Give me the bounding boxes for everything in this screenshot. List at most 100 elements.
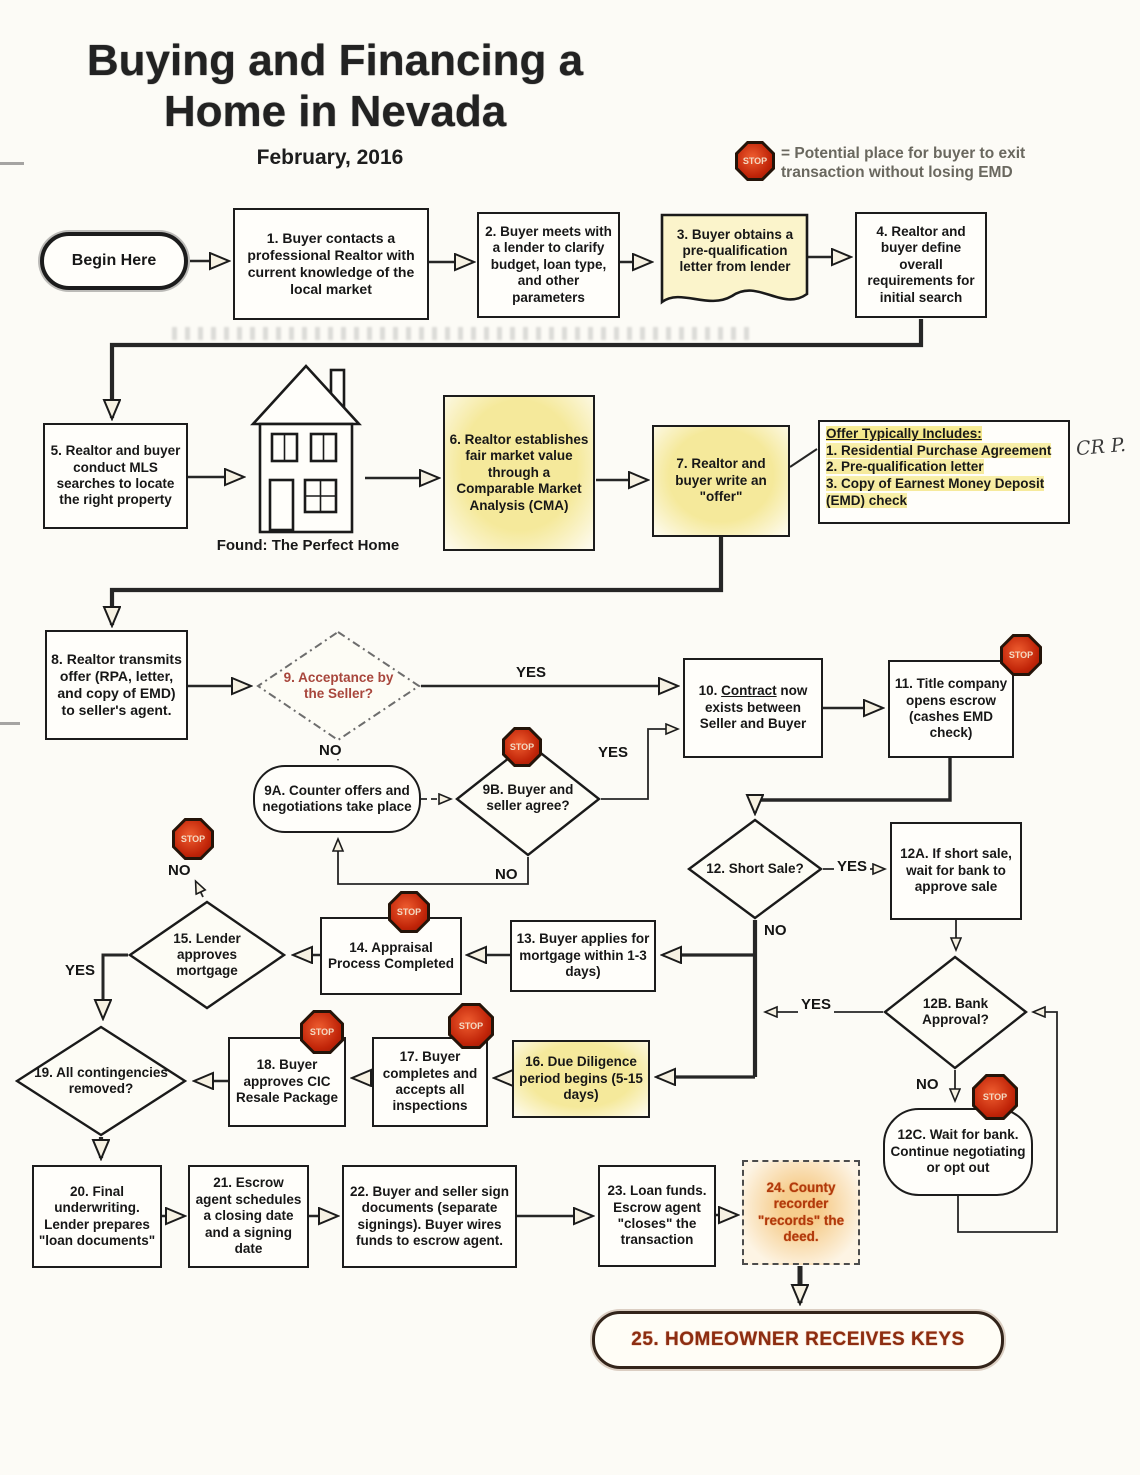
decision-step12b: 12B. Bank Approval? <box>898 988 1013 1036</box>
node-step7-label: 7. Realtor and buyer write an "offer" <box>675 456 767 505</box>
page-title: Buying and Financing a Home in Nevada <box>70 36 600 137</box>
stop-sign-label: STOP <box>982 1092 1008 1102</box>
node-step7: 7. Realtor and buyer write an "offer" <box>652 425 790 537</box>
edge-label-yes-12: YES <box>834 858 871 875</box>
node-step5: 5. Realtor and buyer conduct MLS searche… <box>43 423 188 529</box>
stop-sign-icon-step11: STOP <box>1000 634 1042 676</box>
edge-label-no-9b: NO <box>492 866 521 883</box>
node-step16: 16. Due Diligence period begins (5-15 da… <box>512 1040 650 1118</box>
legend-stop-sign-icon: STOP <box>735 141 775 181</box>
node-step14-label: 14. Appraisal Process Completed <box>327 939 455 971</box>
scan-mark <box>0 722 20 725</box>
scan-smudge <box>172 327 752 340</box>
node-step9a: 9A. Counter offers and negotiations take… <box>253 765 421 833</box>
stop-sign-face: STOP <box>175 821 211 857</box>
offer-heading: Offer Typically Includes: <box>826 426 982 441</box>
edge-label-no-12b: NO <box>916 1076 939 1093</box>
stop-sign-label: STOP <box>396 907 422 917</box>
node-step24: 24. County recorder "records" the deed. <box>742 1160 860 1265</box>
step10-suffix: now exists between Seller and Buyer <box>699 683 808 732</box>
stop-sign-face: STOP <box>451 1006 491 1046</box>
node-step10-label: 10. Contract now exists between Seller a… <box>689 683 817 732</box>
node-step23: 23. Loan funds. Escrow agent "closes" th… <box>598 1165 716 1267</box>
stop-sign-icon-step12c: STOP <box>972 1074 1018 1120</box>
decision-step19-label: 19. All contingencies removed? <box>34 1064 168 1096</box>
stop-sign-label: STOP <box>309 1027 335 1037</box>
stop-sign-label: STOP <box>509 742 535 752</box>
page-title-line2: Home in Nevada <box>163 86 507 136</box>
decision-step9: 9. Acceptance by the Seller? <box>276 660 401 712</box>
decision-step12b-label: 12B. Bank Approval? <box>922 995 989 1027</box>
node-step12a-label: 12A. If short sale, wait for bank to app… <box>900 846 1012 895</box>
stop-sign-face: STOP <box>738 144 772 178</box>
decision-step9b-shape <box>455 741 601 857</box>
decision-step9b: 9B. Buyer and seller agree? <box>468 770 588 826</box>
node-step4: 4. Realtor and buyer define overall requ… <box>855 212 987 318</box>
node-step20: 20. Final underwriting. Lender prepares … <box>32 1165 162 1268</box>
edge-label-yes-9: YES <box>516 664 547 681</box>
node-step17-label: 17. Buyer completes and accepts all insp… <box>382 1049 478 1114</box>
stop-sign-icon-step18: STOP <box>300 1010 344 1054</box>
edge-label-no-12: NO <box>764 922 787 939</box>
offer-item-3: 3. Copy of Earnest Money Deposit (EMD) c… <box>826 476 1045 508</box>
edge-label-yes-12b: YES <box>798 996 835 1013</box>
node-step12c: 12C. Wait for bank. Continue negotiating… <box>883 1108 1033 1196</box>
node-step10: 10. Contract now exists between Seller a… <box>683 658 823 758</box>
stop-sign-label: STOP <box>1008 650 1034 660</box>
stop-sign-label: STOP <box>180 834 206 844</box>
node-step13: 13. Buyer applies for mortgage within 1-… <box>510 920 656 992</box>
decision-step9-label: 9. Acceptance by the Seller? <box>283 669 394 701</box>
node-step2: 2. Buyer meets with a lender to clarify … <box>477 212 620 318</box>
node-step23-label: 23. Loan funds. Escrow agent "closes" th… <box>607 1183 707 1248</box>
node-step20-label: 20. Final underwriting. Lender prepares … <box>38 1183 156 1248</box>
offer-includes-box: Offer Typically Includes: 1. Residential… <box>818 420 1070 524</box>
house-caption: Found: The Perfect Home <box>216 537 400 554</box>
offer-item-2: 2. Pre-qualification letter <box>826 459 984 475</box>
node-step12a: 12A. If short sale, wait for bank to app… <box>890 822 1022 920</box>
offer-item-1: 1. Residential Purchase Agreement <box>826 442 1052 458</box>
page-date: February, 2016 <box>256 146 404 169</box>
node-step21: 21. Escrow agent schedules a closing dat… <box>188 1165 309 1268</box>
stop-sign-label: STOP <box>742 156 768 166</box>
step10-underlined-word: Contract <box>721 683 777 699</box>
decision-step19: 19. All contingencies removed? <box>26 1053 176 1109</box>
node-step14: 14. Appraisal Process Completed <box>320 917 462 995</box>
edge-label-yes-15: YES <box>62 962 99 979</box>
node-begin-label: Begin Here <box>71 252 157 270</box>
node-step5-label: 5. Realtor and buyer conduct MLS searche… <box>50 443 181 508</box>
decision-step15: 15. Lender approves mortgage <box>148 928 266 982</box>
stop-sign-icon-step9b: STOP <box>502 727 542 767</box>
house-icon <box>250 364 362 534</box>
node-step3-document-shape <box>660 213 809 305</box>
node-step17: 17. Buyer completes and accepts all insp… <box>372 1037 488 1127</box>
decision-step12-label: 12. Short Sale? <box>706 860 804 876</box>
edge-label-no-9: NO <box>316 742 345 759</box>
decision-step19-shape <box>15 1025 187 1137</box>
node-step1: 1. Buyer contacts a professional Realtor… <box>233 208 429 320</box>
stop-sign-icon-step14: STOP <box>388 891 430 933</box>
legend-text: = Potential place for buyer to exit tran… <box>781 145 1026 182</box>
decision-step9-shape <box>256 630 421 742</box>
handwritten-note: CR P. <box>1075 433 1127 461</box>
node-step13-label: 13. Buyer applies for mortgage within 1-… <box>516 931 650 980</box>
node-step3-label: 3. Buyer obtains a pre-qualification let… <box>676 226 794 275</box>
node-step6-label: 6. Realtor establishes fair market value… <box>449 431 589 513</box>
stop-sign-face: STOP <box>1003 637 1039 673</box>
decision-step15-label: 15. Lender approves mortgage <box>173 930 241 979</box>
decision-step12-shape <box>687 818 823 920</box>
node-step21-label: 21. Escrow agent schedules a closing dat… <box>195 1175 302 1257</box>
node-begin: Begin Here <box>40 232 188 290</box>
decision-step12: 12. Short Sale? <box>695 852 815 886</box>
stop-sign-face: STOP <box>505 730 539 764</box>
node-step11: 11. Title company opens escrow (cashes E… <box>888 660 1014 758</box>
node-step4-label: 4. Realtor and buyer define overall requ… <box>867 223 975 305</box>
stop-sign-face: STOP <box>975 1077 1015 1117</box>
node-step25-label: 25. HOMEOWNER RECEIVES KEYS <box>631 1329 965 1350</box>
node-step11-label: 11. Title company opens escrow (cashes E… <box>894 676 1008 741</box>
node-step22-label: 22. Buyer and seller sign documents (sep… <box>349 1183 510 1248</box>
stop-sign-face: STOP <box>391 894 427 930</box>
edge-label-yes-9b: YES <box>598 744 629 761</box>
stop-sign-icon-step15: STOP <box>172 818 214 860</box>
